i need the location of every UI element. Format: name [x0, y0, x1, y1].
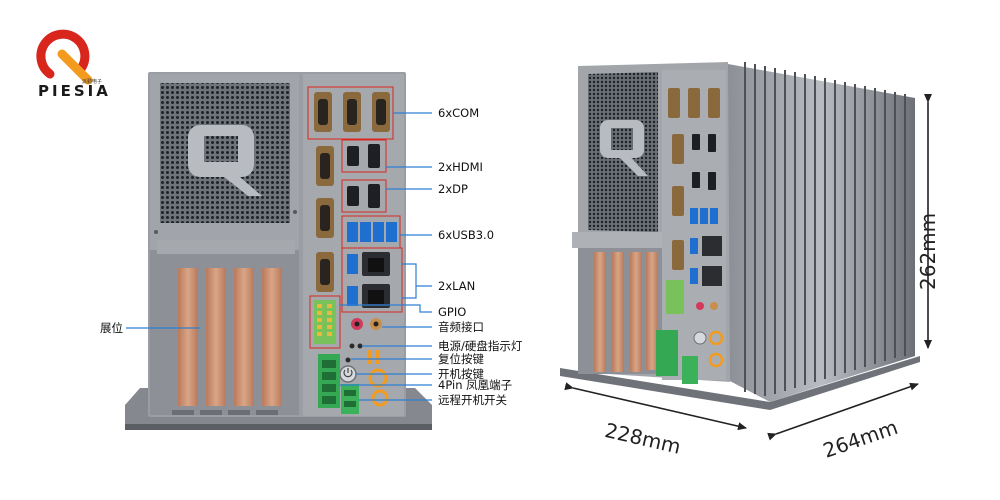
- callout-dp-label: 2xDP: [438, 182, 468, 196]
- callout-audio-label: 音频接口: [438, 320, 484, 334]
- callout-reset-label: 复位按键: [438, 352, 484, 366]
- lan-ports: [362, 252, 390, 308]
- reset-button: [345, 357, 351, 363]
- usb-ports: [347, 222, 397, 306]
- hdmi-dp-ports: [347, 144, 380, 208]
- expansion-label: 展位: [100, 321, 123, 335]
- callout-lan-label: 2xLAN: [438, 279, 476, 293]
- expansion-slot-4: [262, 268, 282, 406]
- callout-hdmi-label: 2xHDMI: [438, 160, 483, 174]
- gpio-connector: [314, 300, 336, 344]
- expansion-slot-1: [178, 268, 198, 406]
- perspective-view: [560, 62, 920, 410]
- com-ports: [314, 92, 390, 292]
- depth-arrow: [564, 382, 747, 431]
- heatsink-fins: [744, 62, 906, 396]
- callout-lines: [126, 112, 432, 401]
- brand-subtitle: 派勤电子: [82, 79, 103, 85]
- heatsink-side: [728, 64, 915, 402]
- front-panel: [125, 72, 432, 430]
- dimension-arrows: [564, 94, 932, 441]
- width-arrow: [767, 382, 919, 441]
- vent-q-logo: [188, 125, 262, 196]
- callout-power-label: 开机按键: [438, 367, 484, 381]
- callout-led-label: 电源/硬盘指示灯: [438, 339, 523, 353]
- logo-q-arc: [36, 29, 90, 79]
- callout-com-label: 6xCOM: [438, 106, 480, 120]
- expansion-slot-2: [206, 268, 226, 406]
- brand-name: PIESIA: [38, 82, 111, 100]
- callout-gpio-label: GPIO: [438, 305, 467, 319]
- vent-grid: [160, 83, 290, 223]
- expansion-slot-3: [234, 268, 254, 406]
- logo-q-tail: [57, 49, 93, 85]
- brand-logo: [36, 29, 93, 85]
- callout-remote-label: 远程开机开关: [438, 393, 507, 407]
- remote-switch-terminal: [341, 384, 359, 414]
- callout-boxes: [307, 86, 403, 349]
- phoenix-terminal: [318, 354, 340, 408]
- callout-phoenix-label: 4Pin 凤凰端子: [438, 378, 513, 392]
- orange-decor: [368, 350, 389, 407]
- callout-usb-label: 6xUSB3.0: [438, 228, 495, 242]
- height-dimension-label: 262mm: [916, 212, 940, 290]
